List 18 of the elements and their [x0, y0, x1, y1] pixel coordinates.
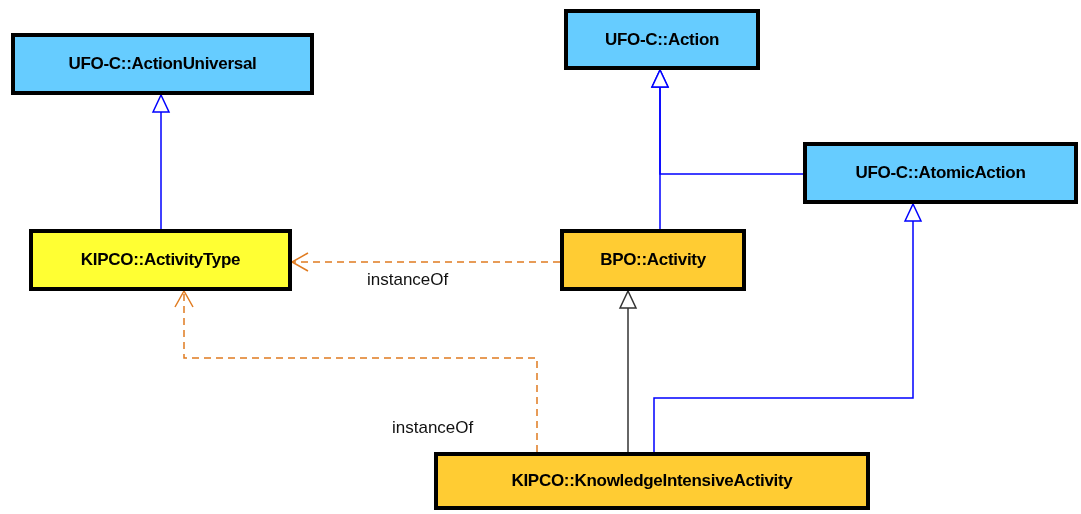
- class-box: [560, 229, 746, 291]
- class-box: [434, 452, 870, 510]
- class-name: UFO-C::ActionUniversal: [68, 54, 257, 74]
- class-name: BPO::Activity: [600, 250, 706, 270]
- generalization-arrow: [651, 69, 804, 175]
- class-box: [11, 33, 314, 95]
- class-name: KIPCO::KnowledgeIntensiveActivity: [511, 471, 793, 491]
- class-name: KIPCO::ActivityType: [80, 250, 241, 270]
- generalization-arrow: [653, 203, 922, 453]
- class-box: [564, 9, 760, 70]
- class-box: [803, 142, 1078, 204]
- class-name: UFO-C::AtomicAction: [855, 163, 1026, 183]
- class-name: UFO-C::Action: [604, 29, 720, 50]
- generalization-arrow: [619, 290, 637, 453]
- dependency-arrow: [291, 252, 561, 272]
- generalization-arrow: [152, 94, 170, 230]
- class-box: [29, 229, 292, 291]
- dependency-arrow: [174, 290, 538, 453]
